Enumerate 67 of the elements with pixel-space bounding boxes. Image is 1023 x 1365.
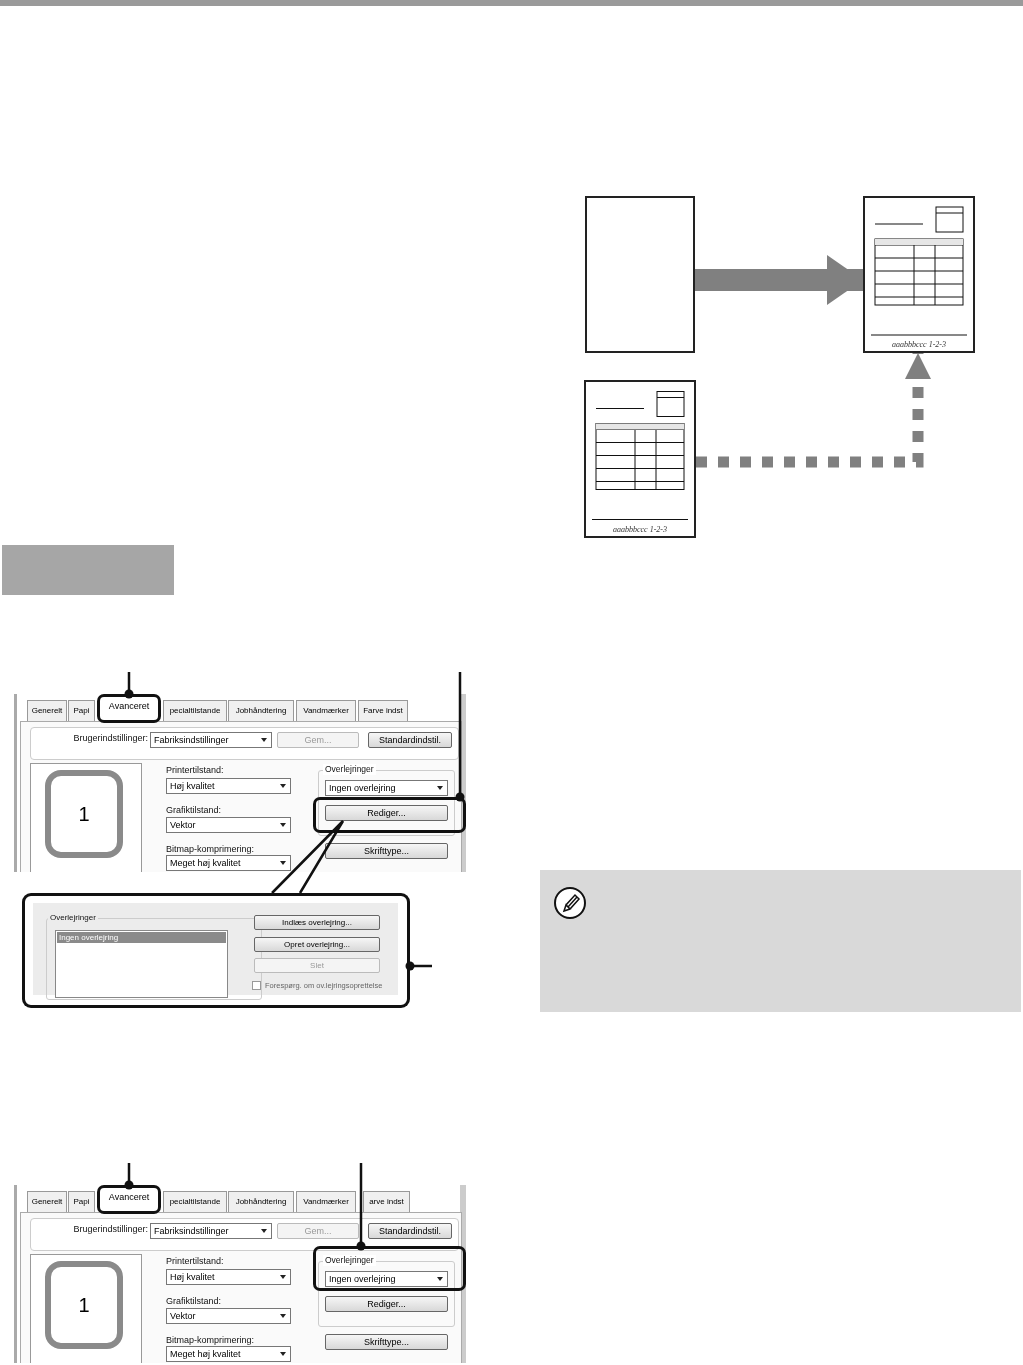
dropdown: Vektor — [166, 1308, 291, 1324]
button: Standardindstil. — [368, 732, 452, 748]
dropdown: Høj kvalitet — [166, 1269, 291, 1285]
field-label: Printertilstand: — [166, 765, 224, 776]
dialog-screenshot — [14, 1185, 466, 1363]
field-label: Overlejringer — [48, 912, 98, 923]
tab: Generelt — [27, 700, 67, 721]
button: Skrifttype... — [325, 843, 448, 859]
page-preview: 1 — [45, 1261, 123, 1349]
list-box — [55, 930, 228, 998]
highlighted-tab: Avanceret — [97, 1185, 161, 1214]
dialog-screenshot — [14, 694, 466, 872]
tab: Jobhåndtering — [228, 1191, 294, 1212]
field-label: Grafiktilstand: — [166, 1296, 222, 1307]
dropdown: Meget høj kvalitet — [166, 1346, 291, 1362]
tab: Jobhåndtering — [228, 700, 294, 721]
callout-panel — [22, 893, 410, 1008]
tab: pecialtilstande — [163, 700, 227, 721]
highlight-frame — [313, 797, 466, 833]
field-label: Brugerindstillinger: — [72, 733, 148, 744]
button: Indlæs overlejring... — [254, 915, 380, 930]
tab: Farve indst — [358, 700, 408, 721]
highlight-frame — [313, 1246, 466, 1291]
tab: Generelt — [27, 1191, 67, 1212]
leader-line — [455, 672, 465, 802]
footer-text: aaabbbccc 1-2-3 — [612, 525, 668, 534]
field-label: Brugerindstillinger: — [72, 1224, 148, 1235]
list-item: Ingen overlejring — [57, 932, 226, 943]
section-heading-bar — [2, 545, 174, 595]
leader-line — [405, 961, 432, 971]
disabled-button: Slet — [254, 958, 380, 973]
field-label: Overlejringer — [323, 764, 376, 775]
field-label: Overlejringer — [323, 1255, 376, 1266]
leader-line — [124, 672, 134, 699]
button: Skrifttype... — [325, 1334, 448, 1350]
disabled-button: Gem... — [277, 1223, 359, 1239]
button: Rediger... — [325, 805, 448, 821]
field-label: Bitmap-komprimering: — [166, 844, 255, 855]
tab: Vandmærker — [296, 700, 356, 721]
tab: Papi — [68, 1191, 95, 1212]
disabled-button: Gem... — [277, 732, 359, 748]
dropdown: Vektor — [166, 817, 291, 833]
field-label: Printertilstand: — [166, 1256, 224, 1267]
leader-line — [124, 1163, 134, 1190]
tab: pecialtilstande — [163, 1191, 227, 1212]
dropdown: Fabriksindstillinger — [150, 1223, 272, 1239]
leader-line — [356, 1163, 366, 1251]
dropdown: Meget høj kvalitet — [166, 855, 291, 871]
highlighted-tab: Avanceret — [97, 694, 161, 723]
dotted-arrow — [696, 353, 931, 468]
tab: Vandmærker — [296, 1191, 356, 1212]
note-panel — [540, 870, 1021, 1012]
block-arrow — [695, 255, 863, 305]
footer-text: aaabbbccc 1-2-3 — [891, 340, 947, 349]
page-preview: 1 — [45, 770, 123, 858]
button: Rediger... — [325, 1296, 448, 1312]
tab: arve indst — [363, 1191, 410, 1212]
button: Opret overlejring... — [254, 937, 380, 952]
dropdown: Ingen overlejring — [325, 780, 448, 796]
button: Standardindstil. — [368, 1223, 452, 1239]
dropdown: Fabriksindstillinger — [150, 732, 272, 748]
blank-page — [585, 196, 695, 353]
field-label: Grafiktilstand: — [166, 805, 222, 816]
dropdown: Høj kvalitet — [166, 778, 291, 794]
dropdown: Ingen overlejring — [325, 1271, 448, 1287]
tab: Papi — [68, 700, 95, 721]
field-label: Bitmap-komprimering: — [166, 1335, 255, 1346]
